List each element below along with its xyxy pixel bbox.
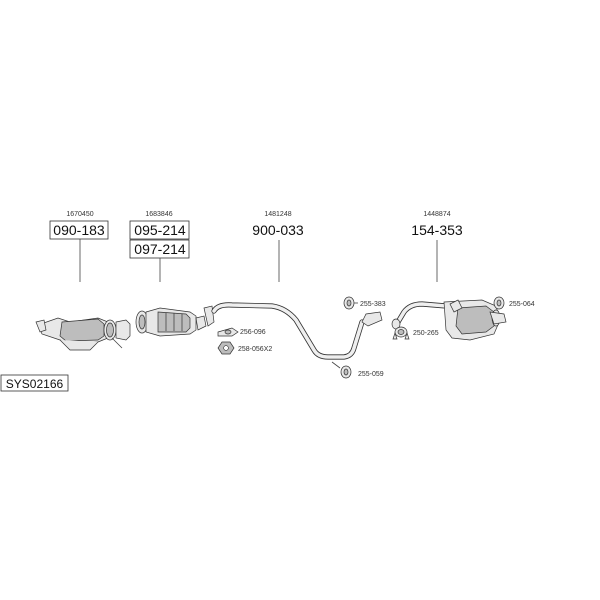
part-code-box-2b <box>129 239 190 259</box>
accessory-label-255-383: 255-383 <box>360 301 386 308</box>
system-id-box <box>0 374 69 392</box>
accessory-label-258-056X2: 258-056X2 <box>238 346 272 353</box>
catalytic-converter-drawing <box>35 317 131 351</box>
part-ref-3: 1481248 <box>264 211 291 218</box>
rear-silencer-drawing <box>391 299 507 341</box>
part-ref-2: 1683846 <box>145 211 172 218</box>
part-code-2a: 095-214 <box>134 222 186 238</box>
part-ref-1: 1670450 <box>66 211 93 218</box>
accessory-label-255-064: 255-064 <box>509 301 535 308</box>
system-id: SYS02166 <box>6 377 64 391</box>
part-code-3: 900-033 <box>252 222 304 238</box>
part-code-1: 090-183 <box>53 222 105 238</box>
rubber-hanger-icon-255-064 <box>493 296 505 310</box>
accessory-label-256-096: 256-096 <box>240 329 266 336</box>
rubber-hanger-icon-255-383 <box>343 296 355 310</box>
accessory-label-255-059: 255-059 <box>358 371 384 378</box>
accessory-label-250-265: 250-265 <box>413 330 439 337</box>
rubber-hanger-icon-255-059 <box>340 365 352 379</box>
middle-pipe-drawing <box>211 302 383 360</box>
clamp-icon-250-265 <box>392 326 410 340</box>
gasket-icon-256-096 <box>217 327 239 337</box>
part-code-2b: 097-214 <box>134 241 186 257</box>
part-code-box-1 <box>49 220 109 240</box>
front-pipe-drawing <box>135 305 215 337</box>
part-code-box-2a <box>129 220 190 240</box>
part-code-4: 154-353 <box>411 222 463 238</box>
part-ref-4: 1448874 <box>423 211 450 218</box>
nut-icon-258-056X2 <box>217 341 235 355</box>
